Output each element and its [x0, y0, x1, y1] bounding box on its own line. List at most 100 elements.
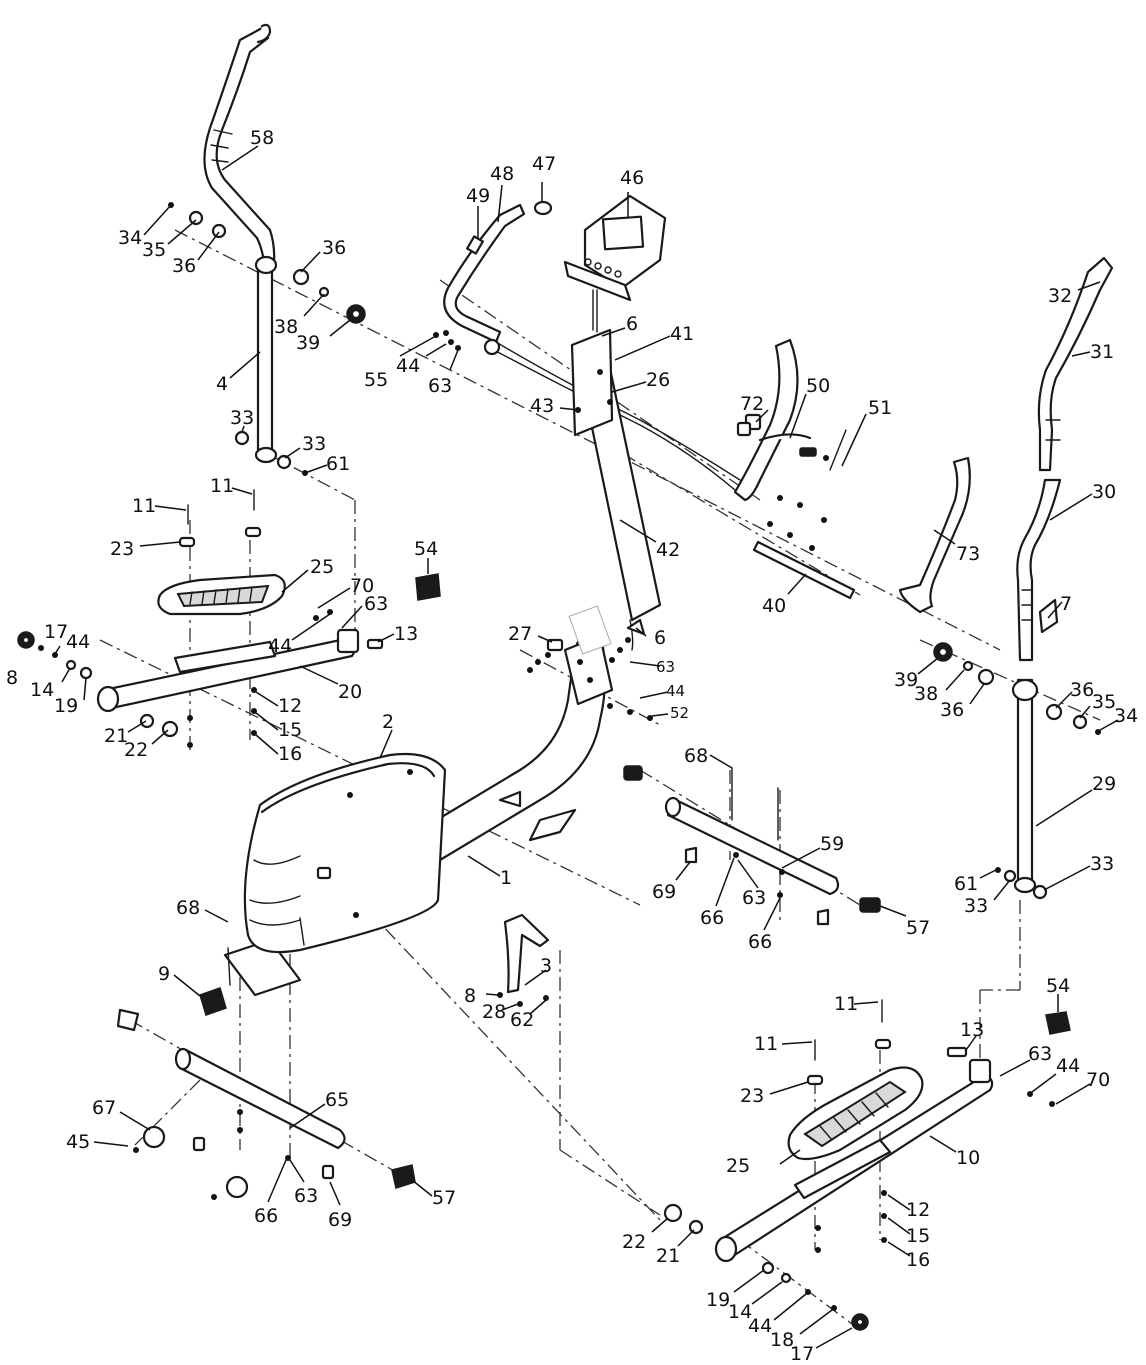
callout-1: 1: [500, 867, 512, 889]
callout-20: 20: [338, 681, 362, 703]
callout-67: 67: [92, 1097, 116, 1119]
callout-50: 50: [806, 375, 830, 397]
flywheel-shroud: [243, 752, 447, 954]
callout-22: 22: [124, 739, 148, 761]
callout-36: 36: [940, 699, 964, 721]
callout-8: 8: [464, 985, 476, 1007]
callout-12: 12: [906, 1199, 930, 1221]
callout-51: 51: [868, 397, 892, 419]
callout-8: 8: [6, 667, 18, 689]
callout-33: 33: [302, 433, 326, 455]
callout-36: 36: [1070, 679, 1094, 701]
callout-10: 10: [956, 1147, 980, 1169]
callout-13: 13: [394, 623, 418, 645]
callout-66: 66: [748, 931, 772, 953]
callout-11: 11: [754, 1033, 778, 1055]
callout-27: 27: [508, 623, 532, 645]
callout-13: 13: [960, 1019, 984, 1041]
callout-66: 66: [700, 907, 724, 929]
crank-arm: [497, 913, 550, 1007]
left-pedal-arm: [17, 573, 441, 748]
right-handle-grip-assembly: [733, 338, 847, 551]
callout-63: 63: [742, 887, 766, 909]
callout-63: 63: [294, 1185, 318, 1207]
right-upper-handlebar: [1037, 256, 1114, 472]
left-lower-arm: [254, 255, 278, 464]
callout-14: 14: [30, 679, 54, 701]
callout-11: 11: [132, 495, 156, 517]
callout-70: 70: [1086, 1069, 1110, 1091]
callout-32: 32: [1048, 285, 1072, 307]
callout-34: 34: [1114, 705, 1138, 727]
axle-40: [752, 540, 856, 600]
callout-63: 63: [656, 658, 675, 676]
right-mid-handlebar: [1016, 478, 1062, 662]
rear-stabilizer: [116, 1008, 416, 1200]
callout-33: 33: [230, 407, 254, 429]
callout-44: 44: [268, 635, 292, 657]
callout-11: 11: [210, 475, 234, 497]
callout-14: 14: [728, 1301, 752, 1323]
callout-36: 36: [172, 255, 196, 277]
callout-3: 3: [540, 955, 552, 977]
callout-25: 25: [726, 1155, 750, 1177]
callout-65: 65: [325, 1089, 349, 1111]
callout-44: 44: [66, 631, 90, 653]
callout-16: 16: [278, 743, 302, 765]
callout-55: 55: [364, 369, 388, 391]
callout-63: 63: [1028, 1043, 1052, 1065]
callout-57: 57: [906, 917, 930, 939]
callout-61: 61: [326, 453, 350, 475]
front-stabilizer: [623, 765, 881, 926]
callout-58: 58: [250, 127, 274, 149]
callout-9: 9: [158, 963, 170, 985]
callout-57: 57: [432, 1187, 456, 1209]
console-mast: [570, 328, 662, 651]
callout-41: 41: [670, 323, 694, 345]
left-arm-hardware: [168, 202, 366, 476]
callout-28: 28: [482, 1001, 506, 1023]
callout-31: 31: [1090, 341, 1114, 363]
callout-35: 35: [142, 239, 166, 261]
callout-34: 34: [118, 227, 142, 249]
callout-54: 54: [1046, 975, 1070, 997]
callout-23: 23: [740, 1085, 764, 1107]
callout-62: 62: [510, 1009, 534, 1031]
callout-52: 52: [670, 704, 689, 722]
callout-68: 68: [176, 897, 200, 919]
callout-48: 48: [490, 163, 514, 185]
right-lower-arm: [1011, 678, 1039, 894]
callout-16: 16: [906, 1249, 930, 1271]
callout-66: 66: [254, 1205, 278, 1227]
callout-47: 47: [532, 153, 556, 175]
callout-30: 30: [1092, 481, 1116, 503]
callout-25: 25: [310, 556, 334, 578]
callout-61: 61: [954, 873, 978, 895]
callout-15: 15: [278, 719, 302, 741]
callout-labels: 58 34 35 36 36 38 39 4 33 33 61 11 11 23…: [6, 127, 1138, 1365]
callout-39: 39: [296, 332, 320, 354]
console: [563, 194, 667, 333]
callout-72: 72: [740, 393, 764, 415]
callout-17: 17: [790, 1343, 814, 1365]
callout-17: 17: [44, 621, 68, 643]
callout-42: 42: [656, 539, 680, 561]
right-pedal-arm: [663, 1011, 1071, 1331]
callout-23: 23: [110, 538, 134, 560]
callout-11: 11: [834, 993, 858, 1015]
callout-63: 63: [364, 593, 388, 615]
callout-69: 69: [328, 1209, 352, 1231]
callout-45: 45: [66, 1131, 90, 1153]
callout-33: 33: [1090, 853, 1114, 875]
callout-59: 59: [820, 833, 844, 855]
callout-29: 29: [1092, 773, 1116, 795]
callout-22: 22: [622, 1231, 646, 1253]
callout-12: 12: [278, 695, 302, 717]
callout-49: 49: [466, 185, 490, 207]
small-hardware: [527, 605, 653, 721]
center-handlebar: [433, 200, 741, 491]
callout-21: 21: [104, 725, 128, 747]
leader-lines: [54, 145, 1119, 1349]
